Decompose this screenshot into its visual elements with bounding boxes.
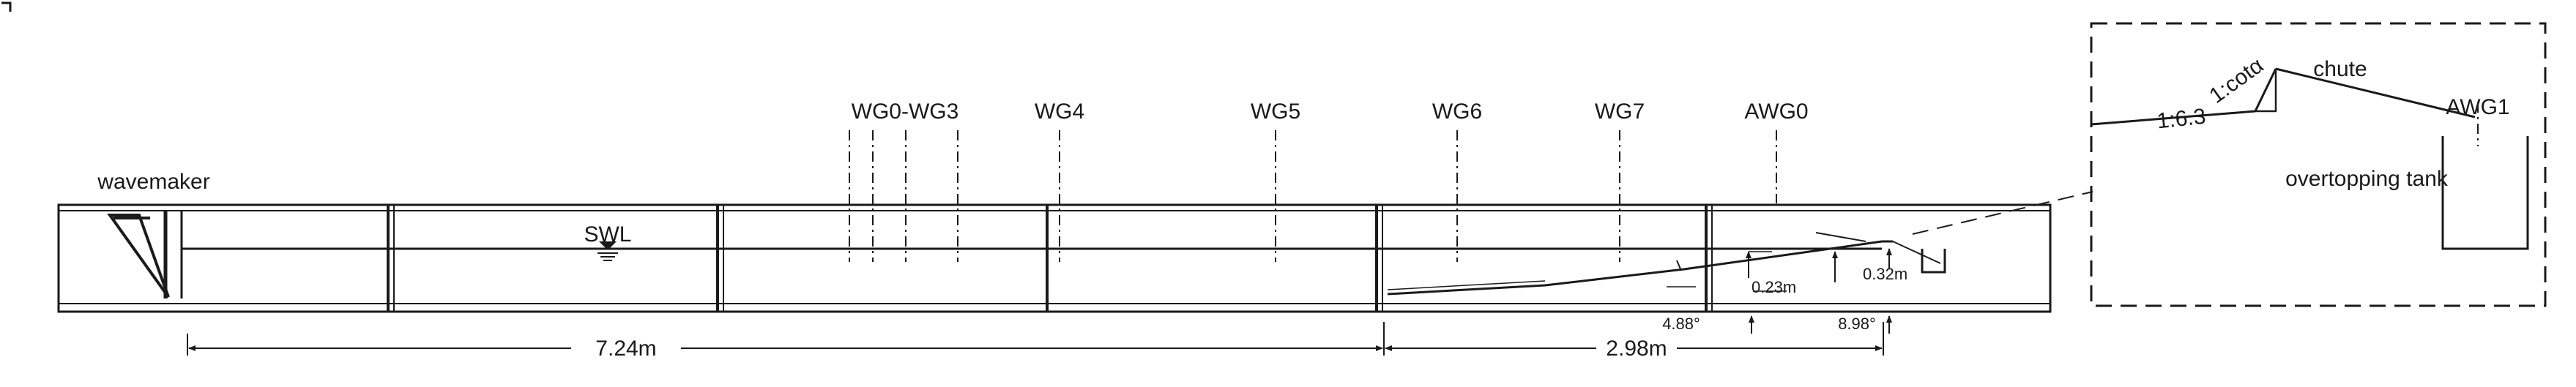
corner-mark <box>1 1 12 12</box>
wavemaker-paddle <box>107 211 183 298</box>
detail-overtopping-tank <box>2441 136 2529 250</box>
detail-frame <box>2090 22 2547 307</box>
flume-section-dividers <box>387 205 1713 312</box>
wave-gauges <box>849 130 1777 262</box>
detail-slope-label: 1:6.3 <box>2156 105 2207 134</box>
wavemaker-label: wavemaker <box>97 170 209 194</box>
detail-tank-label: overtopping tank <box>2285 167 2449 191</box>
detail-awg1-label: AWG1 <box>2446 95 2509 119</box>
detail-chute-line <box>2275 67 2476 119</box>
detail-cot-label: 1:cotα <box>2205 53 2268 108</box>
detail-inset <box>2090 22 2547 307</box>
flume <box>57 203 2052 313</box>
depth-2-label: 0.32m <box>1863 265 1907 283</box>
wg5-label: WG5 <box>1251 99 1300 124</box>
wg4-label: WG4 <box>1035 99 1084 124</box>
length-1-label: 7.24m <box>595 337 656 361</box>
detail-leader-line <box>1912 191 2093 235</box>
length-2-label: 2.98m <box>1606 337 1667 361</box>
depth-1-label: 0.23m <box>1752 278 1796 296</box>
awg0-label: AWG0 <box>1744 99 1808 124</box>
wg0-wg3-label: WG0-WG3 <box>852 99 959 124</box>
depth-annotations <box>1667 232 1892 292</box>
angle-2-label: 8.98° <box>1838 315 1876 333</box>
detail-slope-lower <box>2091 110 2256 126</box>
wg6-label: WG6 <box>1432 99 1482 124</box>
wg7-label: WG7 <box>1595 99 1645 124</box>
length-dimensions <box>187 322 1884 356</box>
overtopping-tank-small <box>1921 249 1946 274</box>
detail-crest <box>2254 68 2277 113</box>
swl-label: SWL <box>584 222 631 247</box>
detail-chute-label: chute <box>2313 57 2367 81</box>
flume-outline <box>57 203 2052 313</box>
beach-slope <box>1387 240 1941 296</box>
angle-1-label: 4.88° <box>1662 315 1700 333</box>
swl-marker <box>598 241 618 261</box>
